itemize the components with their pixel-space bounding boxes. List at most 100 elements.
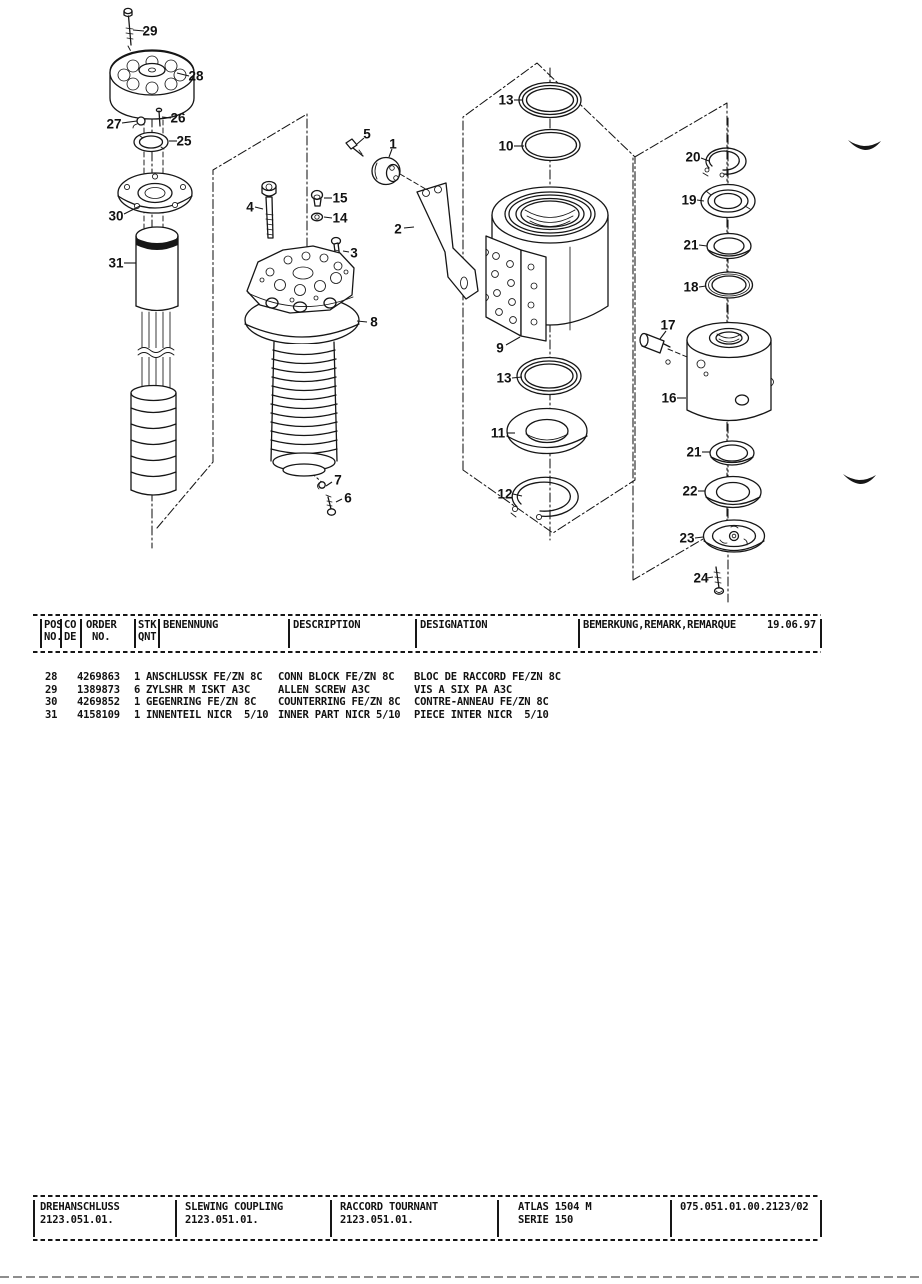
leader-line [659, 330, 667, 340]
part-11-washer [506, 407, 588, 455]
callout-9: 9 [496, 341, 504, 356]
leader-line [325, 481, 333, 487]
part-31-inner-part [130, 226, 179, 496]
footer-number-fr: 2123.051.01. [340, 1214, 414, 1226]
leader-line [706, 576, 714, 579]
page-bottom-rule [0, 1276, 922, 1278]
cell-designation: PIECE INTER NICR 5/10 [414, 709, 549, 721]
footer-doc-number: 075.051.01.00.2123/02 [680, 1201, 809, 1213]
callout-26: 26 [170, 111, 186, 126]
leader-line [132, 29, 145, 32]
footer-divider [820, 1200, 822, 1237]
col-header-description: DESCRIPTION [293, 619, 361, 631]
callout-15: 15 [332, 191, 348, 206]
part-16-inner-cylinder [686, 321, 774, 422]
cell-description: COUNTERRING FE/ZN 8C [278, 696, 401, 708]
callout-21: 21 [686, 445, 702, 460]
part-29-screw [123, 7, 134, 46]
table-divider [415, 619, 417, 648]
callout-13: 13 [498, 93, 514, 108]
col-header-qty2: QNT [138, 631, 157, 643]
cell-description: CONN BLOCK FE/ZN 8C [278, 671, 395, 683]
footer-title-de: DREHANSCHLUSS [40, 1201, 120, 1213]
callout-18: 18 [683, 280, 699, 295]
col-header-order2: NO. [92, 631, 111, 643]
leader-line [161, 116, 172, 119]
footer-title-en: SLEWING COUPLING [185, 1201, 283, 1213]
cell-benennung: INNENTEIL NICR 5/10 [146, 709, 269, 721]
part-23-cover-disc [702, 519, 766, 553]
callout-7: 7 [334, 473, 342, 488]
leader-line [511, 376, 523, 379]
cell-designation: BLOC DE RACCORD FE/ZN 8C [414, 671, 561, 683]
cell-designation: VIS A SIX PA A3C [414, 684, 512, 696]
cell-description: ALLEN SCREW A3C [278, 684, 370, 696]
cell-benennung: ANSCHLUSSK FE/ZN 8C [146, 671, 263, 683]
part-9-housing [485, 186, 609, 342]
part-17-plug [639, 332, 671, 365]
leader-line [335, 498, 343, 503]
part-13-ring-top [518, 81, 582, 119]
cell-benennung: GEGENRING FE/ZN 8C [146, 696, 257, 708]
col-header-remark: BEMERKUNG,REMARK,REMARQUE [583, 619, 737, 631]
table-divider [820, 619, 822, 648]
col-header-qty: STK [138, 619, 157, 631]
footer-divider [330, 1200, 332, 1237]
callout-13: 13 [496, 371, 512, 386]
callout-8: 8 [370, 315, 378, 330]
callout-6: 6 [344, 491, 352, 506]
footer-divider [33, 1200, 35, 1237]
leader-line [403, 226, 415, 229]
leader-line [698, 244, 708, 247]
leader-line [323, 216, 333, 219]
callout-17: 17 [660, 318, 675, 333]
callout-31: 31 [108, 256, 124, 271]
part-22-washer [704, 475, 762, 509]
footer-divider [497, 1200, 499, 1237]
table-divider [288, 619, 290, 648]
callout-20: 20 [685, 150, 700, 165]
callout-14: 14 [332, 211, 348, 226]
cell-qty: 6 [134, 684, 141, 696]
part-12-snap-ring [510, 476, 579, 521]
callout-27: 27 [106, 117, 121, 132]
col-header-order: ORDER [86, 619, 117, 631]
footer-divider [670, 1200, 672, 1237]
table-divider [134, 619, 136, 648]
part-25-ring [133, 131, 169, 153]
part-18-seal [704, 271, 754, 299]
footer-number-en: 2123.051.01. [185, 1214, 259, 1226]
cell-qty: 1 [134, 671, 141, 683]
part-24-screw [713, 566, 725, 595]
leader-line [512, 493, 523, 497]
leader-line [121, 120, 138, 124]
callout-10: 10 [498, 139, 513, 154]
leader-line [356, 137, 365, 145]
part-13-ring-bottom [516, 356, 582, 396]
table-divider [60, 619, 62, 648]
table-date: 19.06.97 [767, 619, 816, 631]
col-header-designation: DESIGNATION [420, 619, 488, 631]
center-axes [127, 45, 729, 603]
callout-28: 28 [188, 69, 204, 84]
part-27-fitting [132, 116, 146, 129]
leader-line [700, 157, 710, 162]
part-20-snap-ring [702, 147, 747, 178]
cell-order: 4269863 [77, 671, 120, 683]
footer-model: ATLAS 1504 M [518, 1201, 592, 1213]
col-header-pos2: NO. [44, 631, 63, 643]
footer-series: SERIE 150 [518, 1214, 574, 1226]
callout-30: 30 [108, 209, 123, 224]
part-21-seal-lower [709, 440, 755, 466]
callout-3: 3 [350, 246, 358, 261]
cell-benennung: ZYLSHR M ISKT A3C [146, 684, 251, 696]
callout-16: 16 [661, 391, 677, 406]
leader-line [176, 72, 190, 77]
callout-21: 21 [683, 238, 699, 253]
part-8-distributor-block [244, 245, 360, 477]
part-15-screw [310, 189, 324, 207]
leader-line [698, 285, 707, 288]
footer-number-de: 2123.051.01. [40, 1214, 114, 1226]
part-4-bolt [261, 180, 277, 239]
part-1-knob [371, 156, 401, 186]
